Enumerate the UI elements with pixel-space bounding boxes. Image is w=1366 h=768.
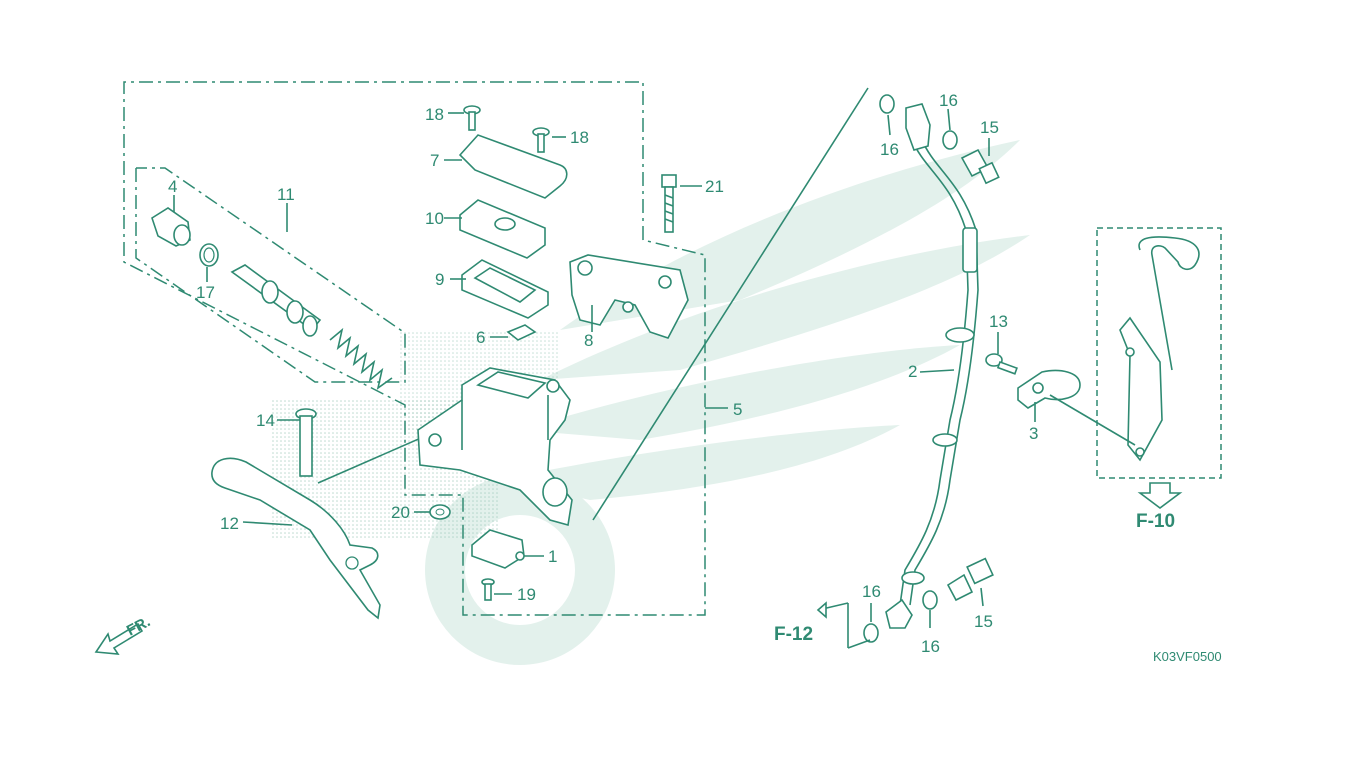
- reservoir-cap: [458, 134, 568, 199]
- switch-screw: [481, 578, 495, 601]
- pivot-bolt: [295, 408, 317, 477]
- diaphragm: [461, 259, 549, 319]
- screw-18-left: [463, 105, 481, 131]
- master-cylinder-holder: [569, 254, 689, 339]
- pivot-nut: [429, 504, 451, 520]
- part-label-9: 9: [435, 270, 444, 289]
- washer-16-top-right: [942, 130, 958, 150]
- part-label-3: 3: [1029, 424, 1038, 443]
- screw-18-right: [532, 127, 550, 153]
- front-arrow-icon: [94, 622, 144, 655]
- part-label-1: 1: [548, 547, 557, 566]
- part-label-6: 6: [476, 328, 485, 347]
- part-label-5: 5: [733, 400, 742, 419]
- master-cylinder-body: [417, 367, 573, 527]
- part-label-18-left: 18: [425, 105, 444, 124]
- part-label-7: 7: [430, 151, 439, 170]
- washer-16-bottom-right: [922, 590, 938, 610]
- part-label-20: 20: [391, 503, 410, 522]
- brand-wing-watermark: [270, 140, 1030, 665]
- part-label-21: 21: [705, 177, 724, 196]
- ref-f10-label: F-10: [1136, 511, 1175, 532]
- hose-clamp: [1017, 369, 1081, 409]
- bolt-21: [661, 174, 677, 233]
- part-label-18-right: 18: [570, 128, 589, 147]
- part-label-16-bottom-left: 16: [862, 582, 881, 601]
- washer-16-bottom-left: [863, 623, 879, 643]
- part-label-13: 13: [989, 312, 1008, 331]
- brake-lever: [211, 457, 381, 620]
- diagram-code: K03VF0500: [1153, 649, 1222, 664]
- part-label-12: 12: [220, 514, 239, 533]
- leader-lines: [173, 108, 1036, 649]
- hose-guide-line: [592, 87, 869, 521]
- ref-f12-label: F-12: [774, 624, 813, 645]
- part-label-4: 4: [168, 177, 177, 196]
- down-arrow-icon: [1137, 482, 1183, 509]
- piston: [230, 264, 322, 337]
- front-direction-marker: FR.: [94, 613, 153, 655]
- part-label-15-bottom: 15: [974, 612, 993, 631]
- part-label-8: 8: [584, 331, 593, 350]
- bolt-15-bottom: [946, 557, 994, 602]
- ref-f10: F-10: [1136, 482, 1183, 532]
- part-labels: 1 2 3 4 5 6 7 8 9 10 11 12 13 14 15 15 1…: [168, 91, 1038, 656]
- hose-bracket: [1119, 236, 1200, 462]
- assembly-boundaries: [123, 81, 1222, 616]
- left-arrow-icon: [816, 601, 827, 619]
- part-label-17: 17: [196, 283, 215, 302]
- float-6: [506, 324, 537, 341]
- piston-spring: [329, 327, 393, 390]
- part-label-10: 10: [425, 209, 444, 228]
- part-label-16-top-right: 16: [939, 91, 958, 110]
- part-label-14: 14: [256, 411, 275, 430]
- ref-f12: F-12: [774, 601, 827, 645]
- clamp-bolt: [985, 353, 1018, 375]
- stop-switch: [471, 529, 525, 569]
- washer-16-top-left: [879, 94, 895, 114]
- brake-hose: [885, 103, 979, 629]
- part-label-15-top: 15: [980, 118, 999, 137]
- part-label-11: 11: [277, 185, 295, 204]
- bolt-15-top: [960, 148, 1000, 185]
- part-label-2: 2: [908, 362, 917, 381]
- part-label-16-bottom-right: 16: [921, 637, 940, 656]
- part-label-16-top-left: 16: [880, 140, 899, 159]
- part-label-19: 19: [517, 585, 536, 604]
